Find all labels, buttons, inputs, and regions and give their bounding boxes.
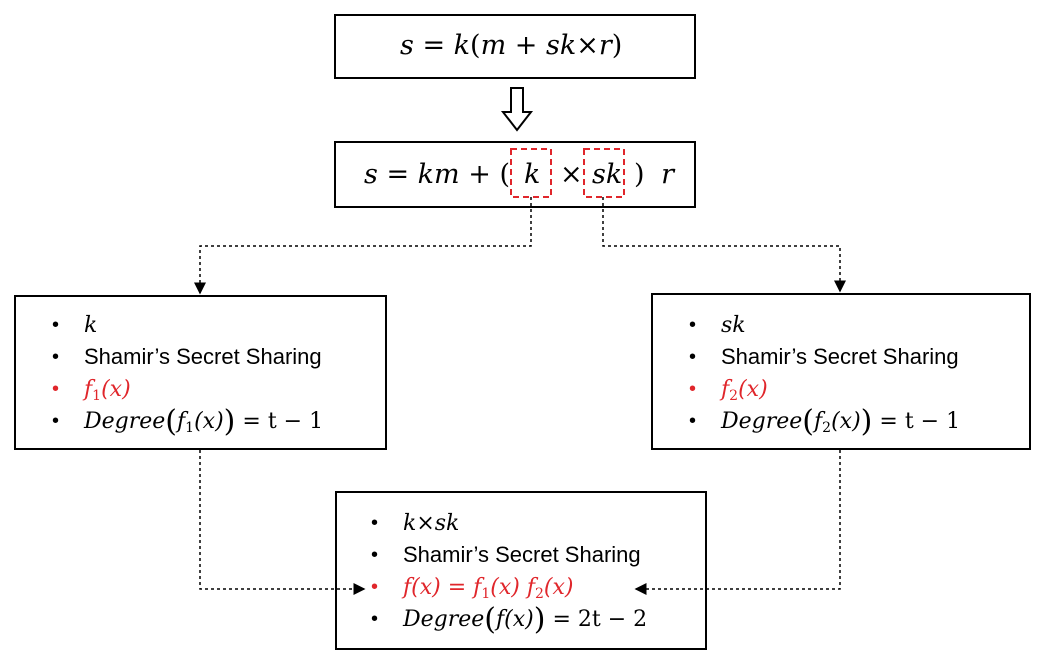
right-to-bottom-connector: [634, 450, 841, 595]
list-item: •Shamir’s Secret Sharing: [689, 344, 959, 369]
mid-eq-tail: ) r: [634, 159, 674, 190]
eq-plus: +: [514, 30, 538, 61]
list-item: •k: [52, 313, 98, 338]
eq-equals: =: [386, 159, 410, 190]
eq-rparen: ): [611, 30, 623, 61]
list-item: •f(x) = f1(x) f2(x): [371, 575, 574, 602]
mid-equation: s = km + (: [364, 159, 510, 190]
eq-km: km: [417, 159, 460, 190]
mid-eq-k: k: [524, 159, 541, 190]
eq-lparen: (: [470, 30, 481, 61]
list-item: •Degree(f2(x)) = t − 1: [689, 404, 961, 439]
eq-r: r: [661, 159, 675, 190]
list-item: •Degree(f1(x)) = t − 1: [52, 404, 324, 439]
left-secret-box: •k •Shamir’s Secret Sharing •f1(x) •Degr…: [14, 295, 387, 450]
eq-rparen: ): [634, 159, 645, 190]
list-item: •f2(x): [689, 377, 768, 404]
right-item-list: •sk •Shamir’s Secret Sharing •f2(x) •Deg…: [683, 309, 961, 439]
left-to-bottom-connector: [199, 450, 366, 595]
eq-m: m: [480, 30, 507, 61]
eq-lparen: (: [499, 159, 510, 190]
eq-r: r: [598, 30, 612, 61]
k-to-left-connector: [194, 197, 532, 295]
sk-to-right-connector: [602, 197, 846, 293]
k-highlight-box: [510, 148, 552, 198]
list-item: •Degree(f(x)) = 2t − 2: [371, 602, 648, 637]
eq-times: ×: [576, 30, 599, 61]
bottom-item-list: •k×sk •Shamir’s Secret Sharing •f(x) = f…: [365, 507, 648, 637]
top-equation: s = k(m + sk×r): [400, 30, 622, 61]
list-item: •sk: [689, 313, 746, 338]
list-item: •f1(x): [52, 377, 131, 404]
mid-eq-sk: sk: [592, 159, 623, 190]
eq-plus: +: [468, 159, 491, 190]
list-item: •Shamir’s Secret Sharing: [371, 542, 641, 567]
bottom-product-box: •k×sk •Shamir’s Secret Sharing •f(x) = f…: [335, 491, 707, 650]
list-item: •k×sk: [371, 511, 460, 536]
eq-k: k: [453, 30, 471, 61]
list-item: •Shamir’s Secret Sharing: [52, 344, 322, 369]
eq-s: s: [364, 159, 378, 190]
eq-s: s: [400, 30, 414, 61]
eq-sk: sk: [546, 30, 577, 61]
top-equation-box: s = k(m + sk×r): [334, 14, 696, 79]
sk-highlight-box: [583, 148, 625, 198]
down-arrow-icon: [500, 86, 534, 134]
eq-equals: =: [422, 30, 446, 61]
right-secret-box: •sk •Shamir’s Secret Sharing •f2(x) •Deg…: [651, 293, 1031, 450]
left-item-list: •k •Shamir’s Secret Sharing •f1(x) •Degr…: [46, 309, 324, 439]
mid-eq-times: ×: [560, 159, 583, 190]
